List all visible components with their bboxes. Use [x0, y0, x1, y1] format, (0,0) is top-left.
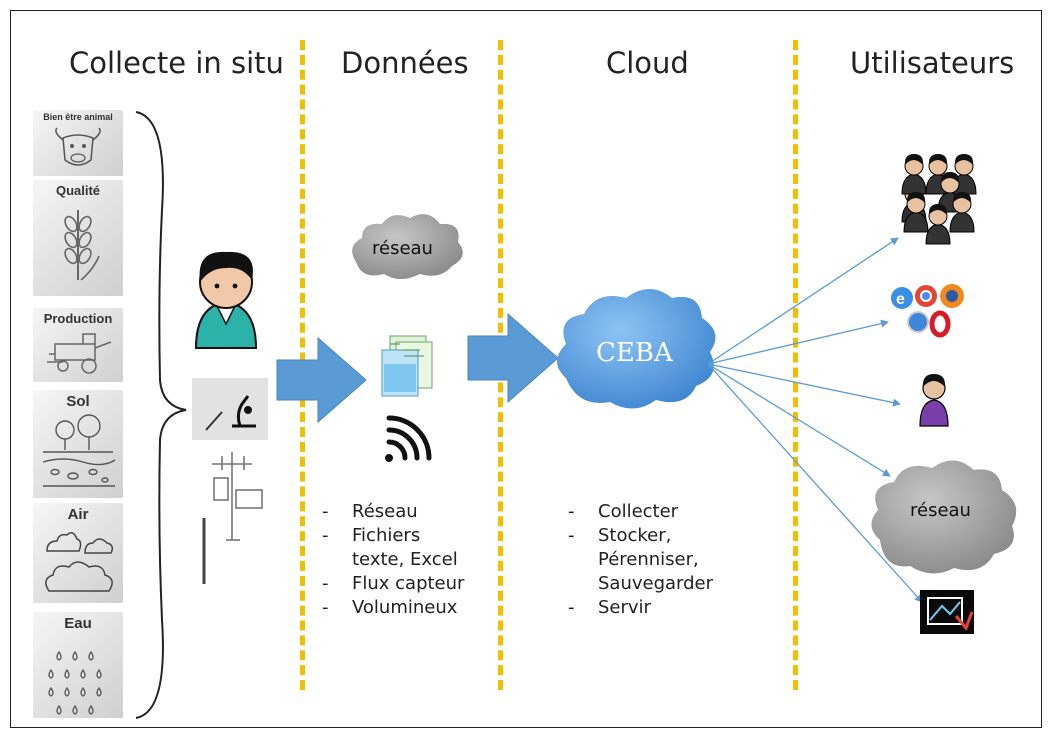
title-utilisateurs: Utilisateurs [850, 46, 1015, 80]
clouds-icon [45, 532, 114, 592]
arrow-to-group [707, 237, 899, 365]
microscope-icon [192, 378, 268, 440]
tile-label-production: Production [43, 311, 113, 326]
arrow-to-reseau [707, 363, 891, 477]
tile-eau: Eau [33, 612, 123, 718]
curly-brace [135, 111, 187, 719]
users-group-icon [901, 153, 977, 245]
cloud-item-sauvegarder: Sauvegarder [568, 572, 713, 596]
reseau-label-users: réseau [910, 500, 971, 521]
title-cloud: Cloud [606, 46, 689, 80]
reseau-label-donnees: réseau [372, 238, 433, 259]
tile-qualite: Qualité [33, 180, 123, 296]
cloud-item-perenniser: Pérenniser, [568, 548, 713, 572]
arrow-collecte-to-donnees [276, 336, 367, 424]
weather-station-icon [202, 452, 263, 584]
tile-production: Production [33, 308, 123, 382]
arrow-to-browsers [707, 319, 889, 365]
reseau-cloud-users [871, 460, 1017, 574]
donnees-item-reseau: Réseau [322, 500, 464, 524]
tile-sol: Sol [33, 390, 123, 498]
tile-air: Air [33, 503, 123, 603]
tile-label-bien-etre: Bien être animal [43, 112, 113, 122]
tile-label-qualite: Qualité [55, 183, 101, 198]
harvester-icon [47, 333, 112, 374]
browser-logos-icon: e [891, 284, 964, 338]
donnees-list: Réseau Fichiers texte, Excel Flux capteu… [322, 500, 464, 620]
single-user-icon [919, 374, 949, 427]
donnees-item-fichiers: Fichiers [322, 524, 464, 548]
tile-bien-etre-animal: Bien être animal [33, 110, 123, 176]
donnees-item-flux: Flux capteur [322, 572, 464, 596]
tile-label-eau: Eau [64, 615, 92, 632]
screen-app-icon [920, 590, 974, 634]
title-donnees: Données [341, 46, 469, 80]
cloud-list: Collecter Stocker, Pérenniser, Sauvegard… [568, 500, 713, 620]
tile-label-sol: Sol [66, 393, 90, 410]
cow-icon [55, 127, 101, 166]
arrow-to-user [707, 363, 901, 407]
arrow-to-screen [707, 363, 923, 603]
title-collecte: Collecte in situ [69, 46, 284, 80]
ceba-label: CEBA [596, 338, 673, 368]
cloud-item-sauvegarder-text: Sauvegarder [598, 573, 714, 594]
cloud-item-stocker: Stocker, [568, 524, 713, 548]
reseau-cloud-donnees [352, 214, 463, 279]
user-arrows [707, 237, 923, 603]
donnees-item-fichiers-cont: texte, Excel [322, 548, 464, 572]
files-stack-icon [381, 335, 433, 397]
cloud-item-collecter: Collecter [568, 500, 713, 524]
raindrops-icon [48, 650, 102, 715]
cloud-item-servir: Servir [568, 596, 713, 620]
svg-text:e: e [896, 291, 905, 308]
donnees-item-volumineux: Volumineux [322, 596, 464, 620]
wifi-icon [385, 415, 432, 462]
cloud-item-perenniser-text: Pérenniser, [598, 549, 699, 570]
ceba-cloud [557, 289, 716, 409]
arrow-donnees-to-cloud [467, 312, 559, 404]
divider-3 [793, 40, 798, 690]
donnees-item-fichiers-cont-text: texte, Excel [352, 549, 458, 570]
wheat-icon [64, 210, 100, 281]
soil-trees-icon [42, 414, 116, 487]
user-avatar-icon [194, 251, 258, 349]
tile-label-air: Air [67, 506, 89, 523]
